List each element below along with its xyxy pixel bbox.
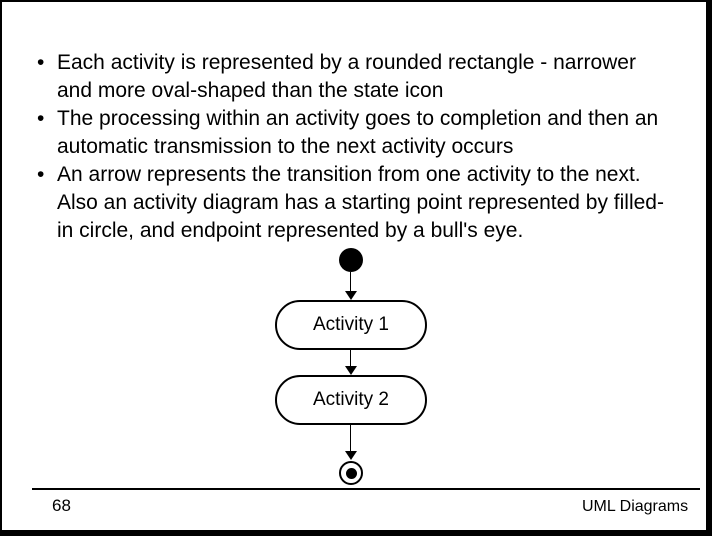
bullet-glyph: •: [37, 163, 45, 186]
arrowhead-icon: [345, 366, 357, 375]
arrowhead-icon: [345, 451, 357, 460]
activity-diagram-figure: Activity 1 Activity 2: [255, 246, 455, 492]
final-node-bulls-eye: [339, 461, 363, 485]
arrowhead-icon: [345, 291, 357, 300]
bullet-item-2: • The processing within an activity goes…: [32, 105, 672, 161]
bullet-text-2: The processing within an activity goes t…: [57, 107, 659, 158]
page-number: 68: [52, 496, 71, 515]
activity-2-node: Activity 2: [275, 375, 427, 425]
bullet-text-3: An arrow represents the transition from …: [57, 163, 664, 242]
bullet-item-1: • Each activity is represented by a roun…: [32, 49, 672, 105]
bullet-item-3: • An arrow represents the transition fro…: [32, 161, 672, 245]
transition-line-3: [350, 425, 351, 451]
activity-1-label: Activity 1: [312, 314, 390, 335]
transition-line-2: [350, 350, 351, 367]
footer-divider: [32, 488, 700, 490]
bullet-text-1: Each activity is represented by a rounde…: [57, 51, 636, 102]
initial-node-filled-circle: [339, 248, 363, 272]
activity-1-node: Activity 1: [275, 300, 427, 350]
bullet-list: • Each activity is represented by a roun…: [32, 49, 672, 245]
transition-line-1: [350, 272, 351, 292]
footer-title: UML Diagrams: [582, 498, 689, 515]
activity-2-label: Activity 2: [312, 389, 390, 410]
final-node-inner-dot: [345, 467, 357, 479]
bullet-glyph: •: [37, 107, 45, 130]
bullet-glyph: •: [37, 51, 45, 74]
